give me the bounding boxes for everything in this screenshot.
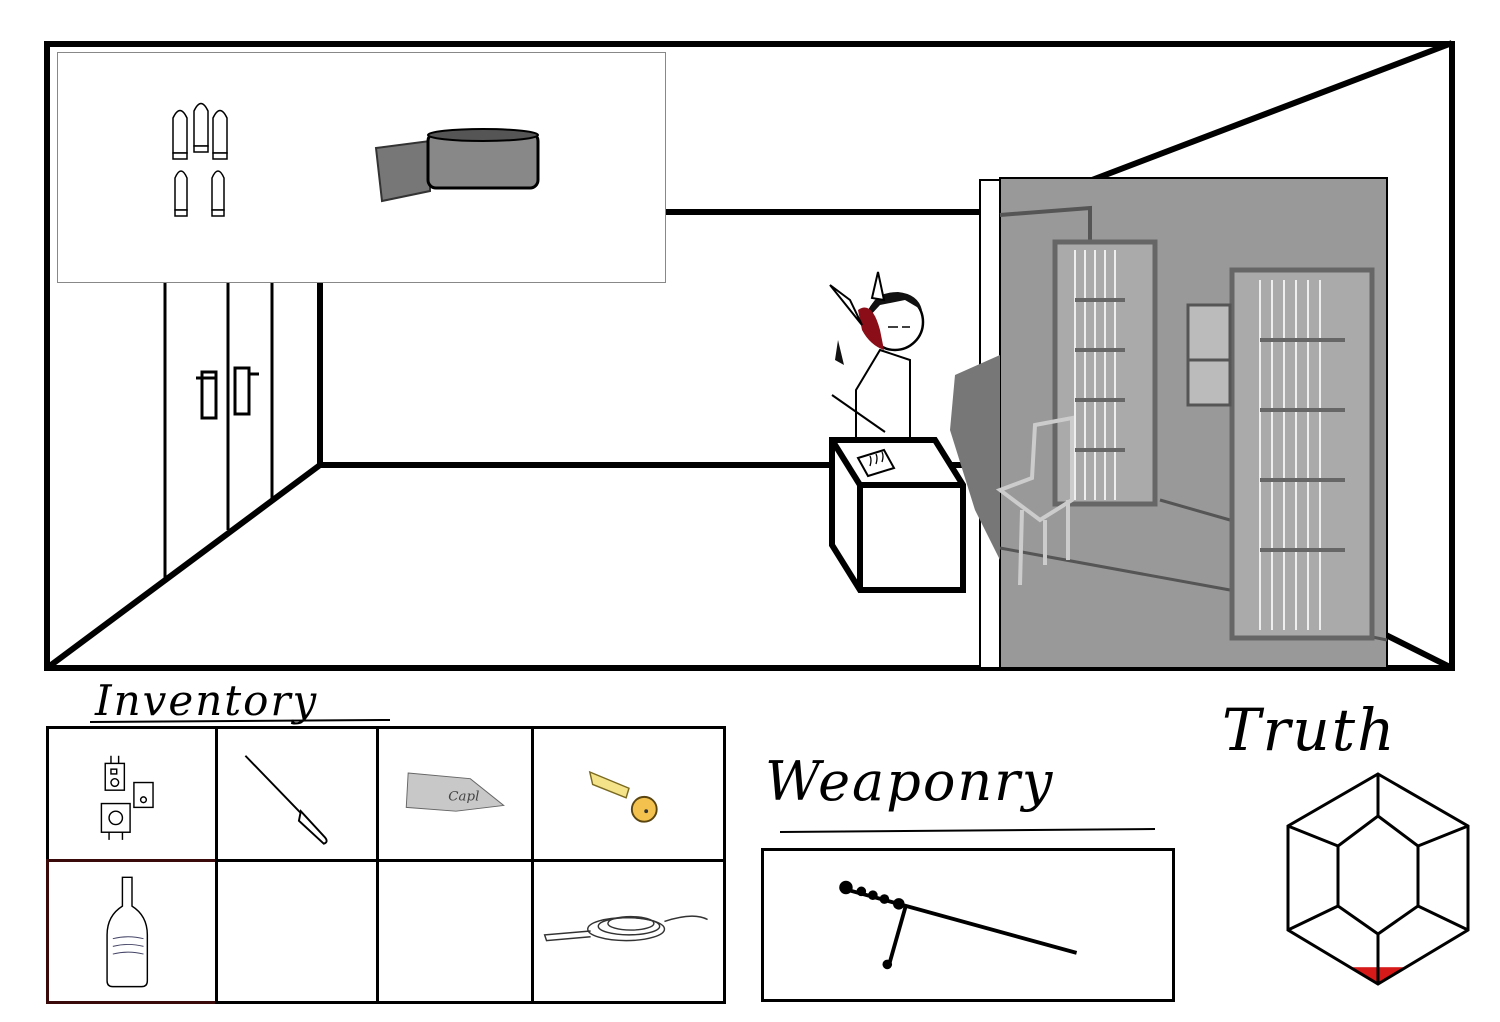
weapon-slot[interactable] bbox=[761, 848, 1175, 1002]
tag-text: Capl bbox=[448, 790, 479, 805]
duct-tape-icon[interactable] bbox=[374, 128, 540, 203]
double-door[interactable] bbox=[163, 282, 322, 583]
bullets-icon[interactable] bbox=[172, 102, 228, 217]
truth-title: Truth bbox=[1222, 696, 1397, 764]
inventory-underline bbox=[90, 719, 391, 723]
inventory-slot-1[interactable] bbox=[46, 726, 218, 862]
player-character[interactable] bbox=[829, 271, 925, 441]
key-icon bbox=[588, 770, 658, 823]
circuit-components-icon bbox=[100, 755, 154, 840]
popup-items bbox=[172, 102, 540, 217]
inventory-slot-5[interactable] bbox=[46, 859, 218, 1004]
rope-icon bbox=[543, 915, 708, 942]
weaponry-underline bbox=[780, 828, 1156, 833]
desk-note[interactable] bbox=[856, 448, 896, 478]
room-scene bbox=[44, 40, 1455, 671]
cane-sword-icon bbox=[839, 880, 1078, 970]
cloth-tag-icon: Capl bbox=[405, 772, 505, 812]
inventory-slot-6[interactable] bbox=[215, 859, 379, 1004]
weaponry-title: Weaponry bbox=[765, 750, 1055, 813]
screwdriver-icon bbox=[244, 755, 328, 845]
inventory-slot-3[interactable]: Capl bbox=[376, 726, 534, 862]
inventory-title: Inventory bbox=[95, 676, 319, 725]
inventory-slot-7[interactable] bbox=[376, 859, 534, 1004]
truth-gem-meter bbox=[1286, 772, 1470, 986]
adjacent-room-view[interactable] bbox=[950, 177, 1388, 669]
item-popup-panel bbox=[57, 52, 666, 283]
inventory-slot-8[interactable] bbox=[531, 859, 726, 1004]
inventory-slot-2[interactable] bbox=[215, 726, 379, 862]
bottle-icon bbox=[106, 876, 149, 988]
inventory-slot-4[interactable] bbox=[531, 726, 726, 862]
desk bbox=[829, 437, 966, 593]
inventory-grid: Capl bbox=[46, 726, 726, 1004]
